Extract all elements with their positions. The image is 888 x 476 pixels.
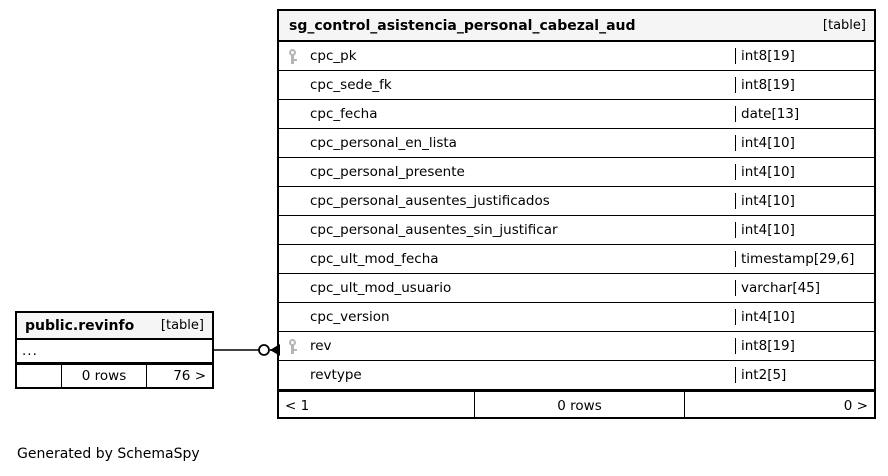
- main-table-header: sg_control_asistencia_personal_cabezal_a…: [279, 11, 874, 42]
- column-name-label: cpc_ult_mod_fecha: [310, 251, 439, 267]
- table-row[interactable]: cpc_personal_ausentes_sin_justificar int…: [279, 216, 874, 245]
- primary-key-icon: [289, 338, 301, 354]
- collapsed-columns-ellipsis: ...: [17, 340, 212, 363]
- related-table-title: public.revinfo: [25, 317, 135, 334]
- related-table-type-tag: [table]: [160, 318, 204, 333]
- column-name-label: cpc_version: [310, 309, 390, 325]
- table-public-revinfo[interactable]: public.revinfo [table] ... 0 rows 76 >: [15, 311, 214, 389]
- table-row[interactable]: cpc_fecha date[13]: [279, 100, 874, 129]
- table-row[interactable]: cpc_version int4[10]: [279, 303, 874, 332]
- column-type-cell: int4[10]: [735, 193, 874, 209]
- column-name-cell: cpc_version: [279, 309, 735, 325]
- column-name-cell: rev: [279, 338, 735, 354]
- table-row[interactable]: rev int8[19]: [279, 332, 874, 361]
- table-row[interactable]: cpc_personal_ausentes_justificados int4[…: [279, 187, 874, 216]
- parent-relations-count[interactable]: < 1: [285, 397, 310, 414]
- column-type-cell: int2[5]: [735, 367, 874, 383]
- main-table-type-tag: [table]: [822, 18, 866, 33]
- column-name-label: revtype: [310, 367, 362, 383]
- column-name-cell: cpc_ult_mod_usuario: [279, 280, 735, 296]
- table-row[interactable]: cpc_personal_en_lista int4[10]: [279, 129, 874, 158]
- column-name-cell: cpc_personal_en_lista: [279, 135, 735, 151]
- table-row[interactable]: cpc_personal_presente int4[10]: [279, 158, 874, 187]
- main-table-footer: < 1 0 rows 0 >: [279, 390, 874, 419]
- column-name-label: rev: [310, 338, 332, 354]
- column-name-cell: cpc_personal_ausentes_justificados: [279, 193, 735, 209]
- foreign-key-connector: [212, 344, 280, 356]
- table-row[interactable]: cpc_ult_mod_fecha timestamp[29,6]: [279, 245, 874, 274]
- column-name-label: cpc_ult_mod_usuario: [310, 280, 452, 296]
- table-sg-control-asistencia-personal-cabezal-aud[interactable]: sg_control_asistencia_personal_cabezal_a…: [277, 9, 876, 419]
- column-name-cell: cpc_personal_presente: [279, 164, 735, 180]
- column-name-cell: cpc_personal_ausentes_sin_justificar: [279, 222, 735, 238]
- primary-key-icon: [289, 48, 301, 64]
- column-name-label: cpc_pk: [310, 48, 357, 64]
- table-row[interactable]: cpc_sede_fk int8[19]: [279, 71, 874, 100]
- column-name-cell: cpc_fecha: [279, 106, 735, 122]
- column-name-label: cpc_sede_fk: [310, 77, 392, 93]
- column-type-cell: int8[19]: [735, 77, 874, 93]
- column-type-cell: int4[10]: [735, 135, 874, 151]
- column-type-cell: int4[10]: [735, 309, 874, 325]
- column-type-cell: int4[10]: [735, 222, 874, 238]
- column-name-label: cpc_personal_ausentes_sin_justificar: [310, 222, 558, 238]
- column-type-cell: timestamp[29,6]: [735, 251, 874, 267]
- column-type-cell: int8[19]: [735, 338, 874, 354]
- column-name-cell: cpc_sede_fk: [279, 77, 735, 93]
- column-type-cell: int8[19]: [735, 48, 874, 64]
- main-table-title: sg_control_asistencia_personal_cabezal_a…: [289, 17, 636, 34]
- related-table-footer: 0 rows 76 >: [17, 363, 212, 387]
- generated-by-credit: Generated by SchemaSpy: [17, 446, 200, 462]
- column-name-label: cpc_personal_ausentes_justificados: [310, 193, 550, 209]
- optional-cardinality-circle: [258, 344, 270, 356]
- table-row[interactable]: cpc_ult_mod_usuario varchar[45]: [279, 274, 874, 303]
- column-name-label: cpc_personal_presente: [310, 164, 465, 180]
- row-count: 0 rows: [61, 365, 146, 387]
- column-name-cell: revtype: [279, 367, 735, 383]
- table-row[interactable]: cpc_pk int8[19]: [279, 42, 874, 71]
- related-table-header: public.revinfo [table]: [17, 313, 212, 340]
- child-relations-count[interactable]: 76 >: [146, 365, 212, 387]
- table-row[interactable]: revtype int2[5]: [279, 361, 874, 390]
- column-type-cell: int4[10]: [735, 164, 874, 180]
- child-relations-count[interactable]: 0 >: [684, 392, 874, 419]
- row-count: 0 rows: [474, 392, 684, 419]
- column-name-label: cpc_fecha: [310, 106, 378, 122]
- parent-relations-count[interactable]: [17, 365, 61, 387]
- column-name-cell: cpc_pk: [279, 48, 735, 64]
- column-type-cell: varchar[45]: [735, 280, 874, 296]
- column-name-label: cpc_personal_en_lista: [310, 135, 457, 151]
- column-type-cell: date[13]: [735, 106, 874, 122]
- column-name-cell: cpc_ult_mod_fecha: [279, 251, 735, 267]
